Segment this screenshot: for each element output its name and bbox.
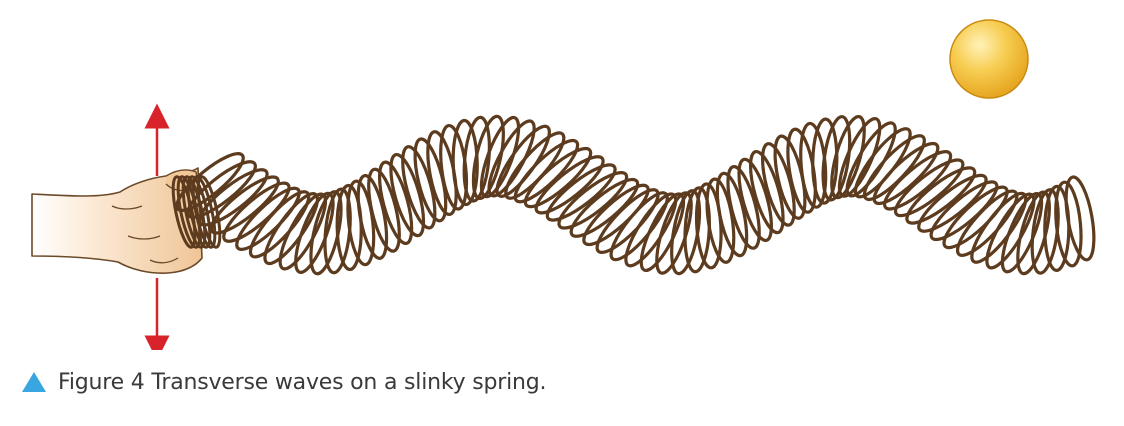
ball xyxy=(949,19,1029,99)
finger-lines xyxy=(111,205,179,264)
slinky-coil xyxy=(377,160,414,246)
slinky-spring xyxy=(171,114,1096,276)
slinky-coil xyxy=(462,115,491,203)
slinky-coil xyxy=(917,173,988,233)
slinky-coil-held xyxy=(186,175,212,249)
slinky-coil xyxy=(715,171,749,258)
slinky-coil xyxy=(821,115,852,202)
slinky-coil xyxy=(929,180,999,242)
slinky-coil xyxy=(737,157,774,243)
arm xyxy=(31,167,203,274)
slinky-coil xyxy=(905,166,977,225)
slinky-figure xyxy=(31,19,1096,350)
slinky-coil xyxy=(705,177,736,264)
triangle-up-icon xyxy=(22,372,46,392)
slinky-coil xyxy=(356,174,389,260)
slinky-coil xyxy=(346,179,376,267)
slinky-coil xyxy=(451,118,479,207)
slinky-coil xyxy=(557,171,629,230)
slinky-coil xyxy=(479,115,521,199)
slinky-coil xyxy=(837,117,882,198)
slinky-coil xyxy=(367,167,401,253)
slinky-coil xyxy=(830,114,866,200)
slinky-coil xyxy=(534,155,605,215)
slinky-coil xyxy=(811,117,839,205)
slinky-coil xyxy=(1054,180,1083,268)
slinky-coil-held xyxy=(196,175,222,249)
caption-text: Figure 4 Transverse waves on a slinky sp… xyxy=(58,369,547,395)
slinky-coil xyxy=(748,149,785,235)
slinky-coil xyxy=(545,163,617,222)
figure-caption: Figure 4 Transverse waves on a slinky sp… xyxy=(22,366,547,398)
slinky-coil-held xyxy=(191,175,217,249)
slinky-coil xyxy=(401,145,437,230)
slinky-coil xyxy=(872,141,940,206)
slinky-coil xyxy=(209,175,280,235)
slinky-coil xyxy=(222,181,291,243)
slinky-coil xyxy=(569,177,640,238)
slinky-coil xyxy=(1064,175,1096,262)
slinky-coil xyxy=(882,150,953,211)
slinky-coil xyxy=(726,165,761,250)
slinky-coil xyxy=(186,160,257,219)
slinky-coil xyxy=(389,152,426,238)
slinky-coil xyxy=(523,146,593,209)
slinky-coil xyxy=(893,158,965,218)
slinky-coil xyxy=(471,114,505,201)
slinky-coil xyxy=(175,152,245,212)
